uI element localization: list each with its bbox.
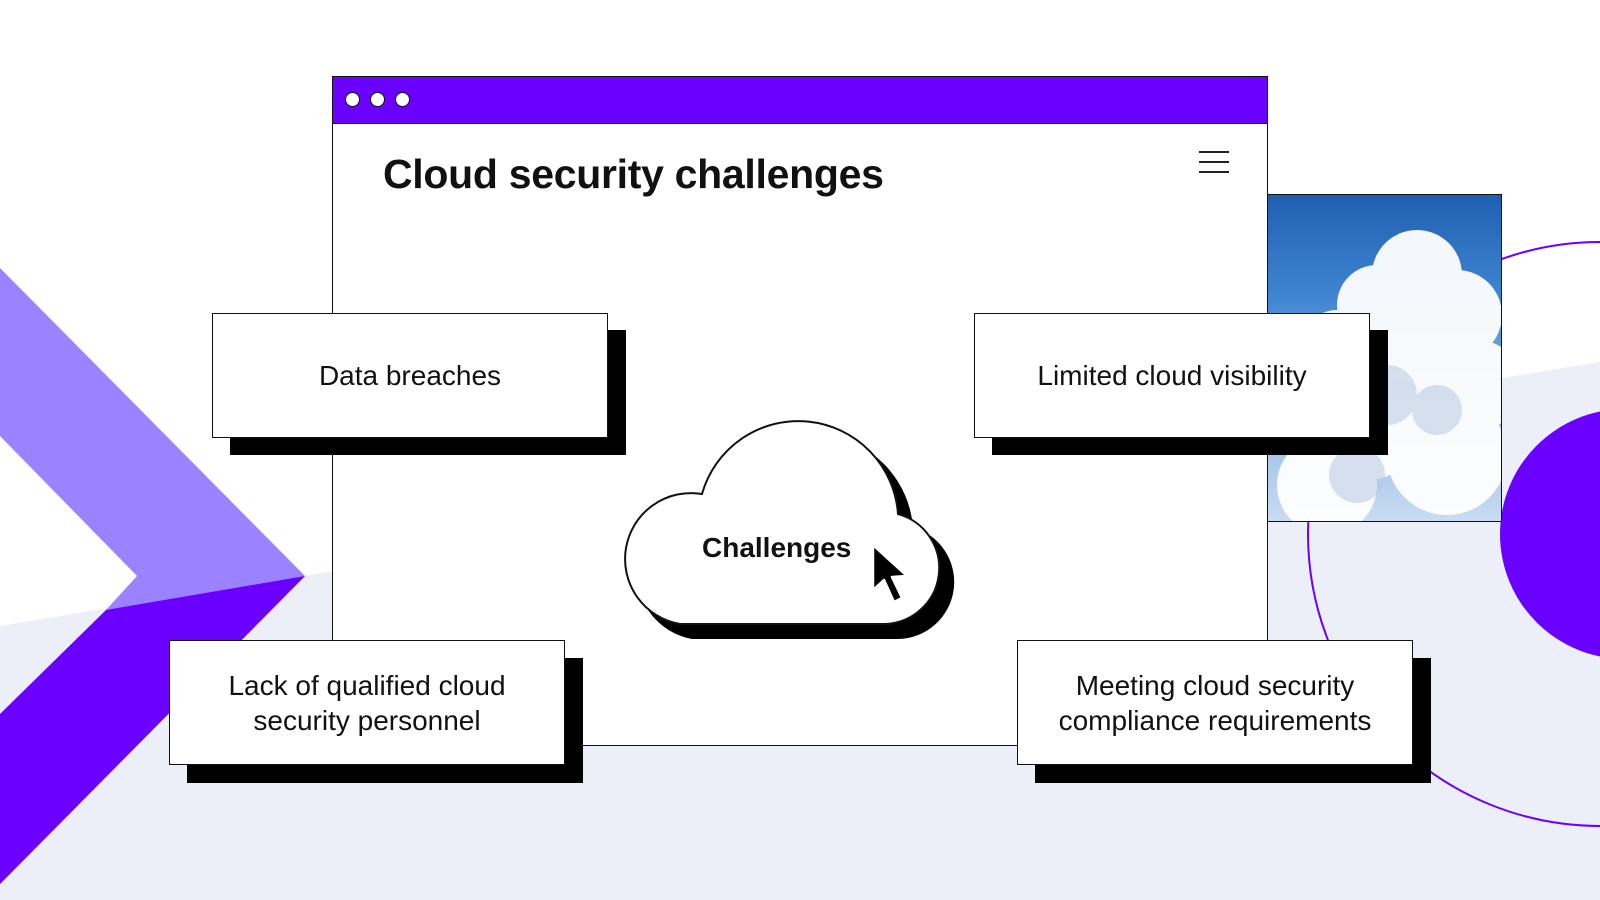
hamburger-menu-icon[interactable] bbox=[1199, 151, 1229, 173]
mouse-pointer-icon bbox=[870, 542, 914, 608]
page-title: Cloud security challenges bbox=[383, 151, 884, 198]
window-dot-icon[interactable] bbox=[395, 92, 410, 107]
cloud-label: Challenges bbox=[702, 532, 882, 564]
challenges-cloud: Challenges bbox=[620, 412, 980, 642]
challenge-card-lack-personnel: Lack of qualified cloud security personn… bbox=[169, 640, 565, 765]
window-dot-icon[interactable] bbox=[370, 92, 385, 107]
challenge-card-compliance: Meeting cloud security compliance requir… bbox=[1017, 640, 1413, 765]
window-titlebar bbox=[333, 77, 1267, 124]
cloud-icon bbox=[620, 412, 980, 642]
challenge-card-limited-visibility: Limited cloud visibility bbox=[974, 313, 1370, 438]
window-dot-icon[interactable] bbox=[345, 92, 360, 107]
challenge-card-data-breaches: Data breaches bbox=[212, 313, 608, 438]
